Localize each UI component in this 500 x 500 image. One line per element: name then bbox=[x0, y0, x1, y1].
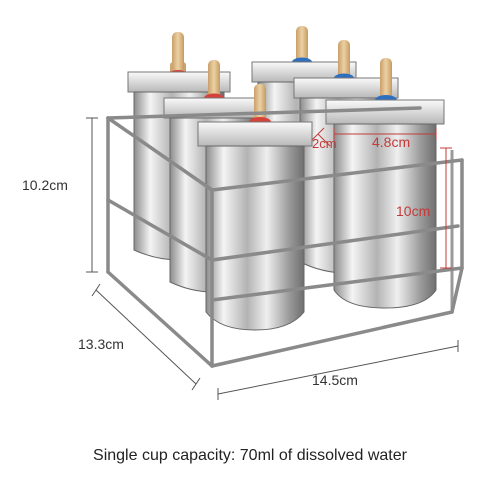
cup-height-line bbox=[440, 147, 452, 269]
stick bbox=[296, 26, 308, 68]
cup-dimension-lines bbox=[311, 127, 452, 269]
stick bbox=[254, 84, 266, 128]
capacity-caption: Single cup capacity: 70ml of dissolved w… bbox=[93, 447, 407, 464]
cup-depth-label: 2cm bbox=[312, 136, 337, 151]
cup-width-label: 4.8cm bbox=[372, 134, 411, 150]
dimension-lines bbox=[86, 117, 459, 400]
rack-front bbox=[106, 106, 464, 368]
mold-front-left bbox=[197, 84, 313, 331]
depth-label: 13.3cm bbox=[78, 336, 124, 352]
stick bbox=[208, 60, 220, 104]
cup-width-line bbox=[333, 128, 437, 140]
width-label: 14.5cm bbox=[312, 372, 358, 388]
depth-dim-line bbox=[91, 283, 201, 391]
height-dim-line bbox=[86, 117, 98, 273]
stick bbox=[380, 58, 392, 104]
width-dim-line bbox=[217, 340, 459, 400]
mold-front-right bbox=[325, 58, 445, 309]
cup-height-label: 10cm bbox=[396, 203, 431, 219]
height-label: 10.2cm bbox=[22, 177, 68, 193]
stick bbox=[338, 40, 350, 84]
cup-depth-line bbox=[311, 127, 331, 147]
stick bbox=[172, 32, 184, 74]
